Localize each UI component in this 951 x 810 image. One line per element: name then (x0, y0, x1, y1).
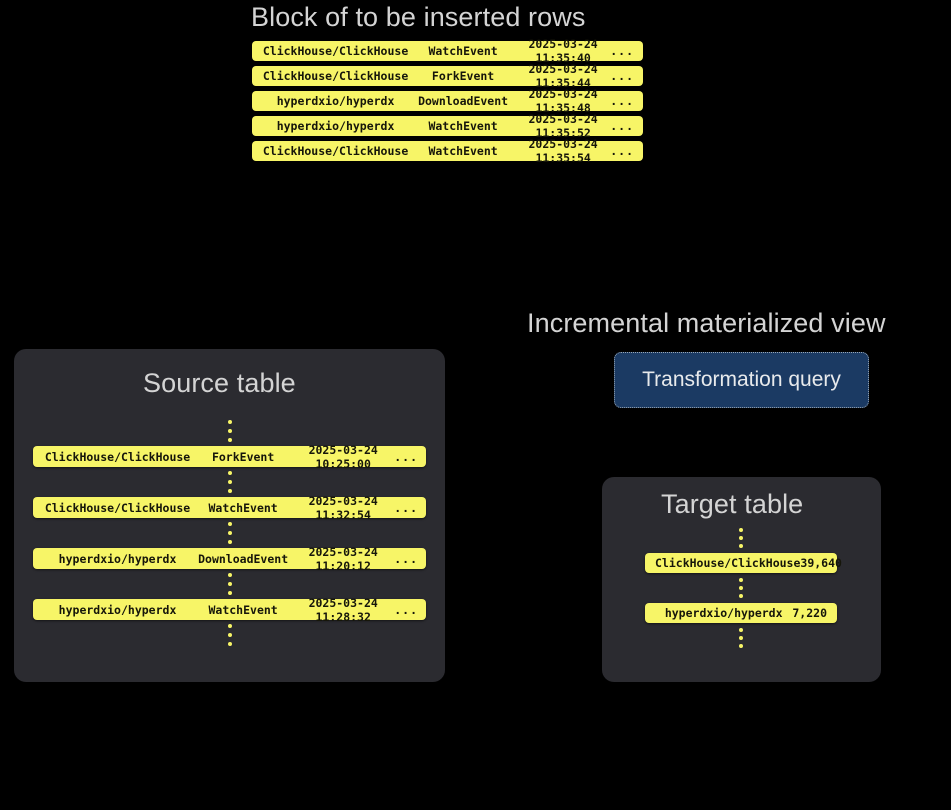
vertical-ellipsis-icon (228, 522, 232, 544)
row-time: 2025-03-24 10:25:00 (308, 442, 378, 471)
source-table-row: hyperdxio/hyperdx WatchEvent 2025-03-24 … (33, 596, 426, 624)
row-repo: ClickHouse/ClickHouse (262, 144, 409, 158)
row-repo: hyperdxio/hyperdx (276, 94, 395, 108)
row-event: DownloadEvent (198, 551, 289, 566)
row-more: ... (394, 602, 418, 617)
row-event: WatchEvent (428, 119, 498, 133)
row-repo: ClickHouse/ClickHouse (44, 449, 191, 464)
row-time: 2025-03-24 11:28:32 (308, 595, 378, 624)
block-row: ClickHouse/ClickHouse WatchEvent 2025-03… (252, 37, 643, 65)
target-table-row: hyperdxio/hyperdx 7,220 (645, 603, 837, 623)
transformation-query-box[interactable]: Transformation query (614, 352, 869, 408)
target-table-row: ClickHouse/ClickHouse 39,640 (645, 553, 842, 573)
row-event: WatchEvent (428, 44, 498, 58)
vertical-ellipsis-icon (739, 528, 743, 548)
row-repo: ClickHouse/ClickHouse (44, 500, 191, 515)
row-repo: hyperdxio/hyperdx (58, 602, 177, 617)
block-row: ClickHouse/ClickHouse WatchEvent 2025-03… (252, 137, 643, 165)
vertical-ellipsis-icon (228, 624, 232, 646)
vertical-ellipsis-icon (228, 471, 232, 493)
row-more: ... (394, 551, 418, 566)
row-time: 2025-03-24 11:20:12 (308, 544, 378, 573)
row-more: ... (610, 44, 634, 58)
row-time: 2025-03-24 11:35:44 (528, 62, 598, 90)
row-repo: ClickHouse/ClickHouse (262, 69, 409, 83)
vertical-ellipsis-icon (739, 578, 743, 598)
row-event: ForkEvent (431, 69, 495, 83)
row-time: 2025-03-24 11:35:52 (528, 112, 598, 140)
row-more: ... (394, 449, 418, 464)
row-time: 2025-03-24 11:35:40 (528, 37, 598, 65)
source-table-title: Source table (143, 368, 296, 398)
block-row: hyperdxio/hyperdx WatchEvent 2025-03-24 … (252, 112, 643, 140)
row-time: 2025-03-24 11:32:54 (308, 493, 378, 522)
source-table-row: hyperdxio/hyperdx DownloadEvent 2025-03-… (33, 545, 426, 573)
materialized-view-title: Incremental materialized view (527, 308, 886, 338)
row-repo: hyperdxio/hyperdx (276, 119, 395, 133)
row-event: DownloadEvent (418, 94, 509, 108)
row-repo: ClickHouse/ClickHouse (655, 556, 801, 570)
row-time: 2025-03-24 11:35:48 (528, 87, 598, 115)
row-event: ForkEvent (211, 449, 275, 464)
block-row: hyperdxio/hyperdx DownloadEvent 2025-03-… (252, 87, 643, 115)
source-table-row: ClickHouse/ClickHouse ForkEvent 2025-03-… (33, 443, 426, 471)
row-event: WatchEvent (428, 144, 498, 158)
vertical-ellipsis-icon (739, 628, 743, 648)
row-more: ... (610, 119, 634, 133)
row-time: 2025-03-24 11:35:54 (528, 137, 598, 165)
transformation-query-label: Transformation query (642, 368, 841, 391)
row-event: WatchEvent (208, 500, 278, 515)
row-more: ... (610, 144, 634, 158)
vertical-ellipsis-icon (228, 573, 232, 595)
row-more: ... (610, 69, 634, 83)
target-table-title: Target table (661, 489, 804, 519)
vertical-ellipsis-icon (228, 420, 232, 442)
source-table-row: ClickHouse/ClickHouse WatchEvent 2025-03… (33, 494, 426, 522)
row-value: 39,640 (800, 556, 842, 570)
row-value: 7,220 (792, 606, 827, 620)
row-repo: hyperdxio/hyperdx (58, 551, 177, 566)
block-row: ClickHouse/ClickHouse ForkEvent 2025-03-… (252, 62, 643, 90)
row-repo: hyperdxio/hyperdx (664, 606, 783, 620)
row-more: ... (394, 500, 418, 515)
row-more: ... (610, 94, 634, 108)
block-title: Block of to be inserted rows (251, 2, 586, 32)
row-repo: ClickHouse/ClickHouse (262, 44, 409, 58)
row-event: WatchEvent (208, 602, 278, 617)
